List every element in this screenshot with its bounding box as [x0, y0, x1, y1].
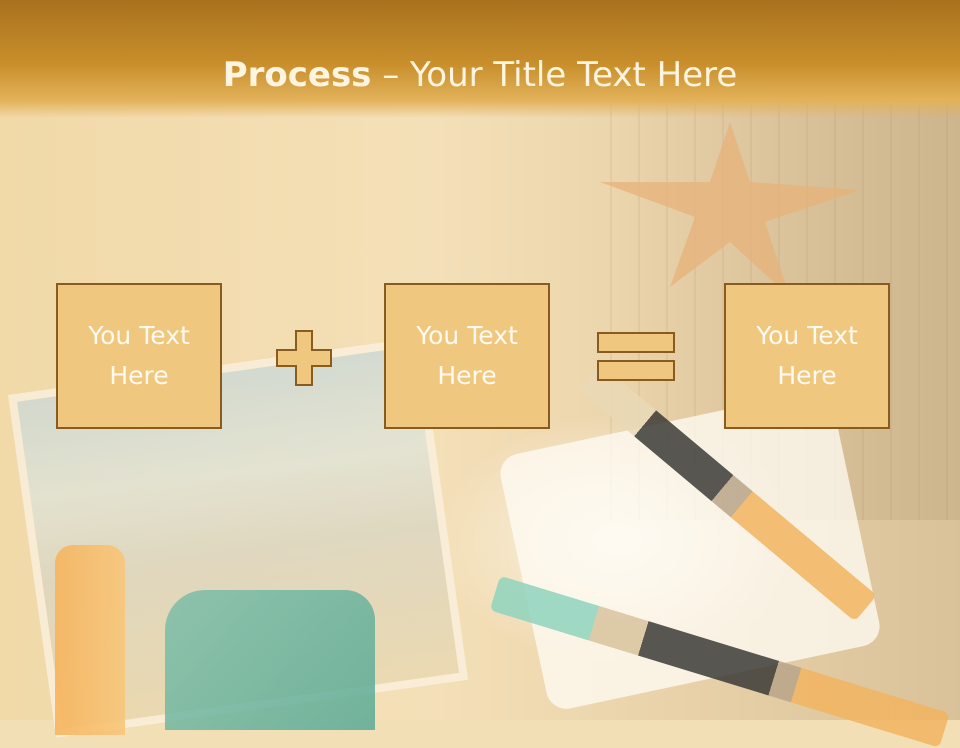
- title-bold: Process: [222, 55, 372, 95]
- starfish-image: [600, 122, 860, 297]
- equals-icon: [597, 332, 675, 381]
- text-box-1[interactable]: You Text Here: [56, 283, 222, 429]
- sunscreen-bottle: [55, 545, 125, 735]
- text-box-1-label: You Text Here: [88, 321, 190, 390]
- towel: [165, 590, 375, 730]
- page-title: Process – Your Title Text Here: [0, 52, 960, 98]
- text-box-2-label: You Text Here: [416, 321, 518, 390]
- text-box-2[interactable]: You Text Here: [384, 283, 550, 429]
- title-rest: – Your Title Text Here: [371, 55, 738, 95]
- text-box-3-label: You Text Here: [756, 321, 858, 390]
- plus-icon: [276, 330, 332, 386]
- text-box-3[interactable]: You Text Here: [724, 283, 890, 429]
- title-bar: [0, 0, 960, 118]
